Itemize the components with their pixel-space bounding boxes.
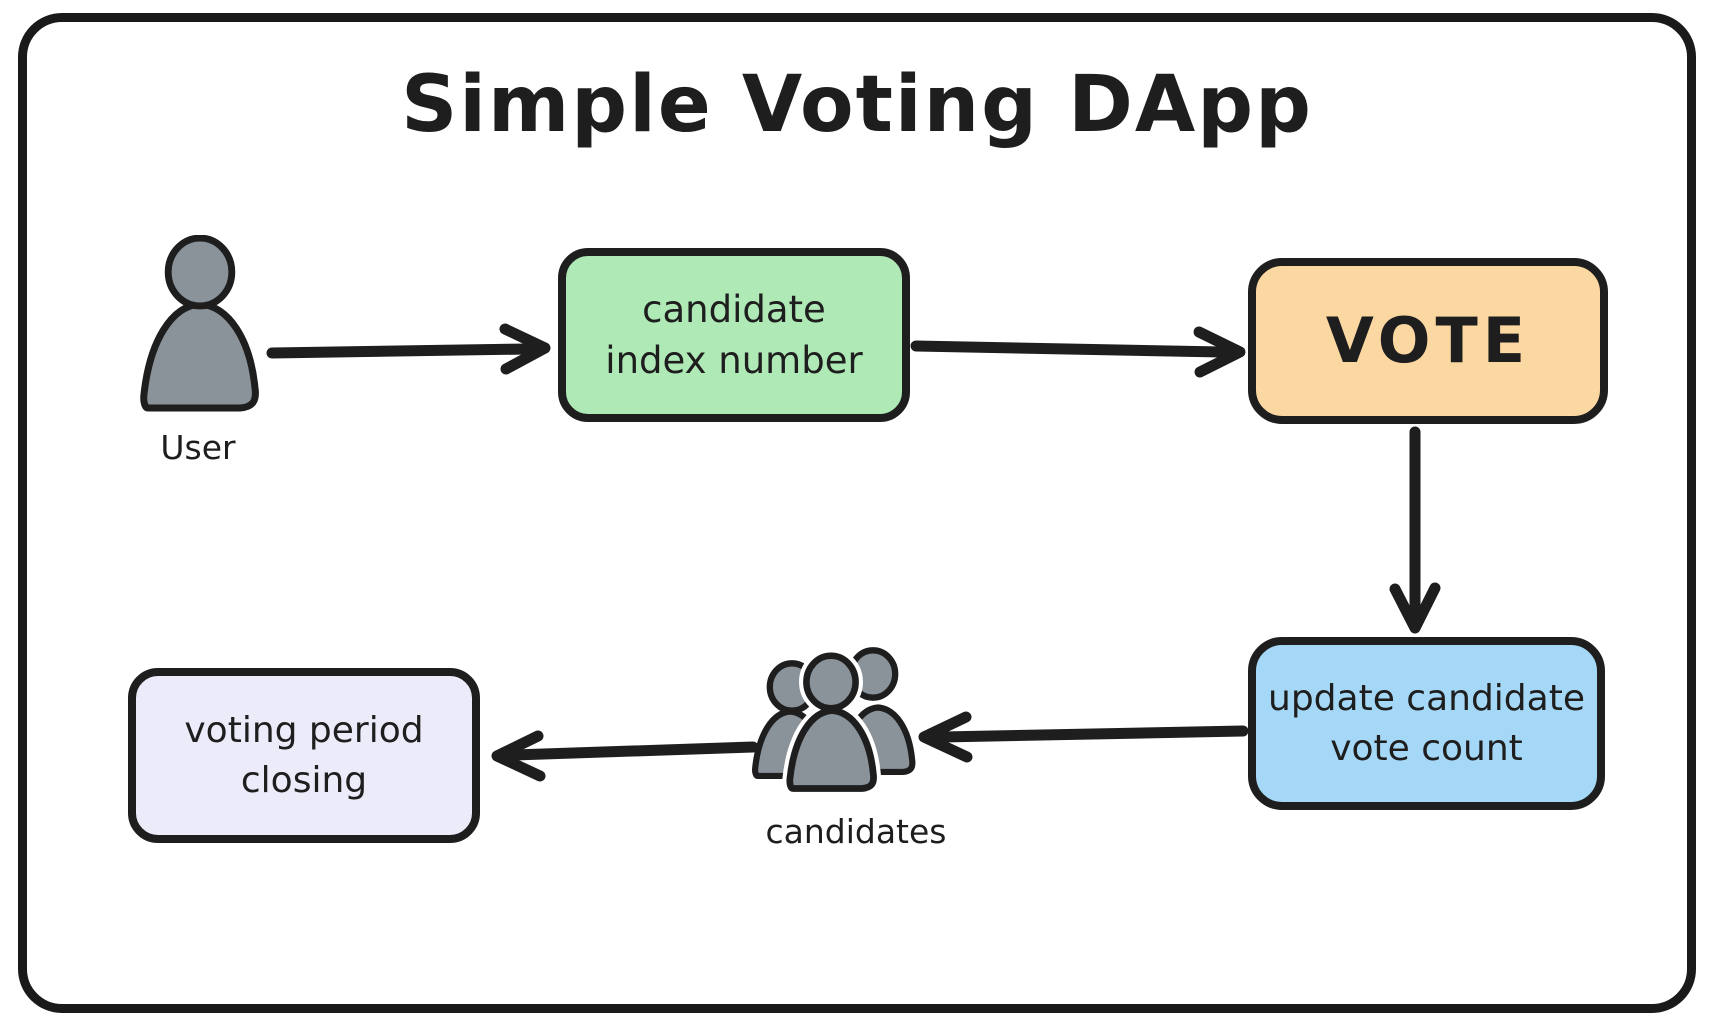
node-voting-period-line1: voting period [184,709,424,751]
candidate-person-front [790,656,874,789]
node-update-candidate-vote-count: update candidate vote count [1248,637,1605,810]
candidates-group-icon [740,640,935,800]
node-update-count-line2: vote count [1330,727,1523,769]
node-voting-period-closing: voting period closing [128,668,480,843]
diagram-title: Simple Voting DApp [401,60,1313,150]
user-label: User [160,428,236,467]
node-vote: VOTE [1248,258,1608,424]
node-candidate-index-number: candidate index number [558,248,910,422]
candidates-label: candidates [765,812,947,851]
node-update-count-line1: update candidate [1268,677,1585,719]
user-person-icon [130,235,270,415]
node-vote-label: VOTE [1325,304,1531,378]
node-candidate-index-line2: index number [605,339,863,382]
node-candidate-index-line1: candidate [642,287,826,331]
node-voting-period-line2: closing [240,759,368,801]
diagram-outer-frame [18,13,1696,1013]
